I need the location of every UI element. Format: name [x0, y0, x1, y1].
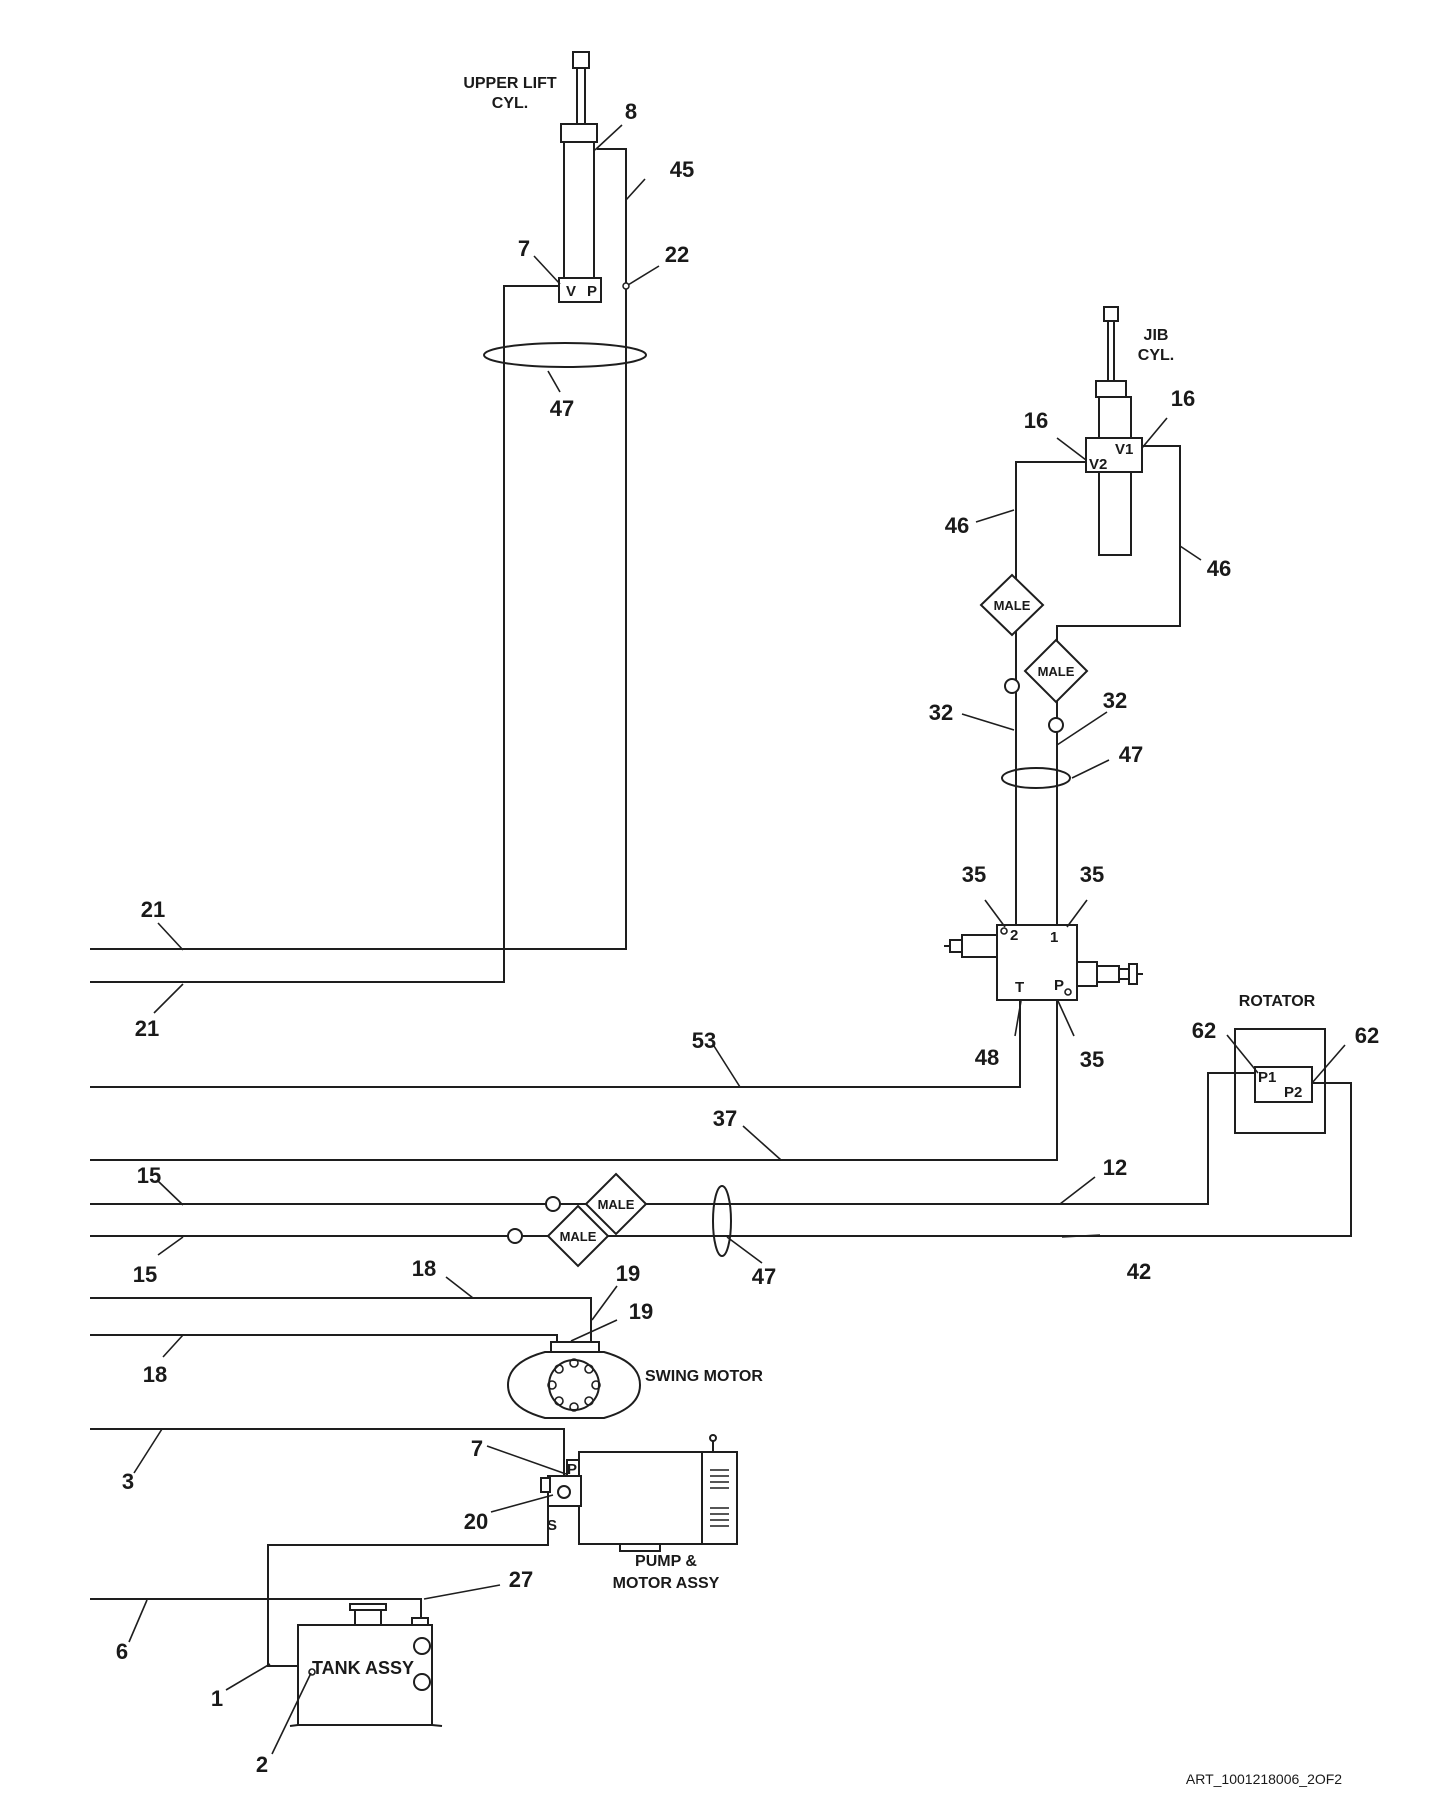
callout-46-left: 46 — [945, 513, 969, 538]
callout-45: 45 — [670, 157, 694, 182]
upper-lift-cyl-label-1: UPPER LIFT — [463, 75, 557, 92]
callout-42: 42 — [1127, 1259, 1151, 1284]
callout-2: 2 — [256, 1752, 268, 1777]
male-coupler-rotator-lower — [546, 1204, 610, 1268]
pump-label-2: MOTOR ASSY — [613, 1575, 720, 1592]
control-valve — [944, 924, 1143, 1001]
callout-8: 8 — [625, 99, 637, 124]
callout-32-right: 32 — [1103, 688, 1127, 713]
callout-16-left: 16 — [1024, 408, 1048, 433]
callout-3: 3 — [122, 1469, 134, 1494]
callout-18-a: 18 — [412, 1256, 436, 1281]
callout-12: 12 — [1103, 1155, 1127, 1180]
swing-motor-hoses — [90, 1297, 592, 1343]
callout-53: 53 — [692, 1028, 716, 1053]
valve-port-t: T — [1015, 979, 1024, 996]
pump-label-1: PUMP & — [635, 1553, 697, 1570]
callout-62-a: 62 — [1192, 1018, 1216, 1043]
callout-27: 27 — [509, 1567, 533, 1592]
tank-assembly — [289, 1603, 443, 1727]
callout-35-a: 35 — [962, 862, 986, 887]
valve-port-p: P — [1054, 977, 1064, 994]
upper-lift-cylinder — [558, 51, 602, 303]
drawing-id: ART_1001218006_2OF2 — [1186, 1771, 1342, 1787]
male-label-jib-right: MALE — [1038, 664, 1075, 679]
male-coupler-jib-right — [1023, 638, 1089, 704]
callout-19-a: 19 — [616, 1261, 640, 1286]
callout-7-pump: 7 — [471, 1436, 483, 1461]
male-label-rotator-upper: MALE — [598, 1197, 635, 1212]
callout-21-a: 21 — [141, 897, 165, 922]
male-coupler-rotator-upper — [584, 1172, 648, 1236]
callout-20: 20 — [464, 1509, 488, 1534]
jib-cyl-label-2: CYL. — [1138, 347, 1174, 364]
rotator-port-p2: P2 — [1284, 1084, 1302, 1101]
callout-21-b: 21 — [135, 1016, 159, 1041]
jib-cylinder — [1085, 306, 1143, 556]
callout-16-right: 16 — [1171, 386, 1195, 411]
callout-35-c: 35 — [1080, 1047, 1104, 1072]
callout-47-top: 47 — [550, 396, 574, 421]
pump-port-s: S — [547, 1517, 557, 1534]
callout-15-b: 15 — [133, 1262, 157, 1287]
callout-37: 37 — [713, 1106, 737, 1131]
callout-6: 6 — [116, 1639, 128, 1664]
callout-46-right: 46 — [1207, 556, 1231, 581]
callout-15-a: 15 — [137, 1163, 161, 1188]
valve-port-2: 2 — [1010, 927, 1018, 944]
callout-48: 48 — [975, 1045, 999, 1070]
callout-1: 1 — [211, 1686, 223, 1711]
jib-cyl-label-1: JIB — [1144, 327, 1169, 344]
pump-port-p: P — [567, 1461, 577, 1478]
pump-hoses — [90, 1428, 565, 1667]
rotator-hoses — [90, 1072, 1352, 1257]
rotator-port-p1: P1 — [1258, 1069, 1276, 1086]
male-label-jib-left: MALE — [994, 598, 1031, 613]
rotator — [1234, 1028, 1326, 1134]
swing-motor-label: SWING MOTOR — [645, 1368, 763, 1385]
male-coupler-jib-left — [979, 573, 1045, 637]
jib-port-v1: V1 — [1115, 441, 1133, 458]
callout-18-b: 18 — [143, 1362, 167, 1387]
callout-47-mid: 47 — [1119, 742, 1143, 767]
callout-62-b: 62 — [1355, 1023, 1379, 1048]
upper-lift-hoses — [90, 148, 647, 983]
callout-leaders — [128, 124, 1346, 1755]
pump-motor-assembly — [540, 1434, 738, 1552]
valve-return-lines — [90, 1000, 1058, 1161]
upper-lift-port-v: V — [566, 283, 576, 300]
tank-label: TANK ASSY — [312, 1658, 414, 1678]
callout-47-low: 47 — [752, 1264, 776, 1289]
male-label-rotator-lower: MALE — [560, 1229, 597, 1244]
swing-motor — [506, 1341, 642, 1419]
callout-numbers: 8 45 7 22 47 16 16 46 46 32 32 47 35 35 … — [116, 99, 1379, 1777]
jib-port-v2: V2 — [1089, 456, 1107, 473]
callout-32-left: 32 — [929, 700, 953, 725]
callout-19-b: 19 — [629, 1299, 653, 1324]
callout-22: 22 — [665, 242, 689, 267]
jib-hoses — [1001, 445, 1181, 925]
callout-35-b: 35 — [1080, 862, 1104, 887]
upper-lift-port-p: P — [587, 283, 597, 300]
rotator-label: ROTATOR — [1239, 993, 1316, 1010]
valve-port-1: 1 — [1050, 929, 1058, 946]
upper-lift-cyl-label-2: CYL. — [492, 95, 528, 112]
callout-7-top: 7 — [518, 236, 530, 261]
